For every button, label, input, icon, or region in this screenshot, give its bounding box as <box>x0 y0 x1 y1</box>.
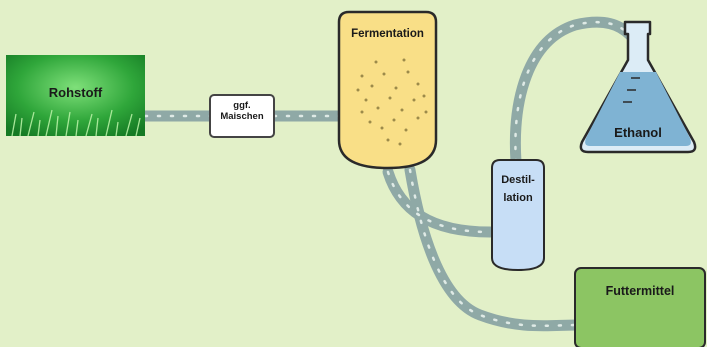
mashing-label: ggf. Maischen <box>210 100 274 123</box>
ethanol-flask <box>579 20 697 154</box>
mashing-box <box>209 94 275 138</box>
mashing-label-line1: ggf. <box>233 100 251 111</box>
fermentation-label: Fermentation <box>351 28 424 40</box>
feed-label: Futtermittel <box>605 284 675 298</box>
distillation-label: Destil- lation <box>492 172 544 207</box>
pipe-fermentation-to-distillation <box>382 166 496 238</box>
distillation-label-line2: lation <box>503 191 533 204</box>
distillation-label-line1: Destil- <box>501 174 535 186</box>
mashing-label-line2: Maischen <box>220 110 264 122</box>
pipe-highlights <box>143 20 632 328</box>
fermentation-tank <box>337 10 438 170</box>
yeast-particles <box>356 58 428 146</box>
distillation-column <box>491 159 545 272</box>
ethanol-label: Ethanol <box>614 125 662 140</box>
pipe-distillation-to-ethanol <box>509 16 636 168</box>
raw-material-label: Rohstoff <box>48 85 103 100</box>
raw-material-box <box>6 55 145 137</box>
feed-box <box>574 267 706 347</box>
